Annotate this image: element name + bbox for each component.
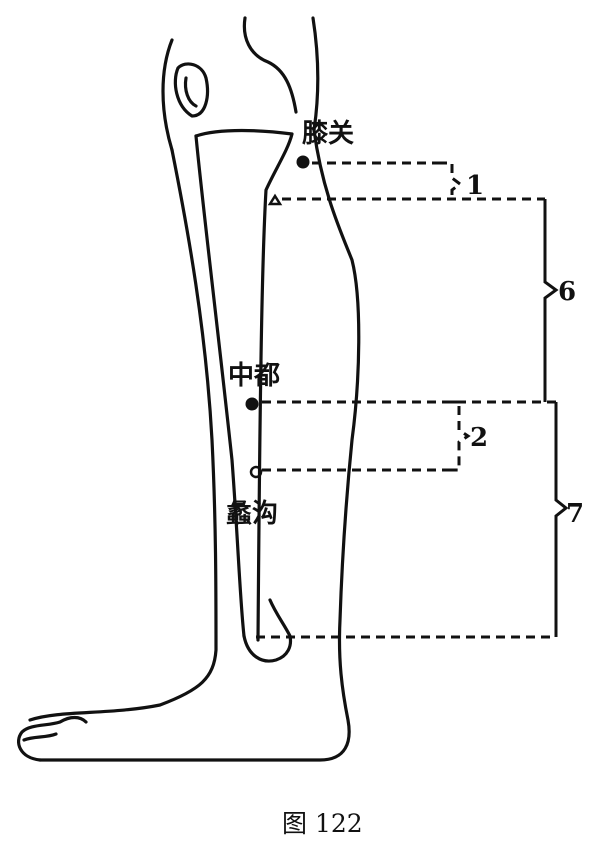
patella-outline — [175, 64, 207, 116]
point-zhongdu-marker[interactable] — [246, 398, 259, 411]
label-ligou: 蠡沟 — [226, 498, 278, 529]
point-xiguan-marker[interactable] — [297, 156, 310, 169]
figure-caption: 图 122 — [282, 809, 363, 838]
tibia-condyle-triangle-icon — [270, 196, 280, 204]
bracket-2 — [448, 402, 468, 470]
foot-outline — [19, 718, 86, 761]
reference-lines — [256, 163, 556, 637]
leg-outline — [30, 130, 359, 760]
bracket-1 — [438, 163, 460, 199]
measure-6-label: 6 — [558, 277, 576, 307]
label-zhongdu: 中都 — [228, 361, 280, 391]
measure-1-label: 1 — [466, 171, 484, 201]
bracket-7 — [556, 402, 566, 637]
label-xiguan: 膝关 — [301, 119, 354, 149]
measure-7-label: 7 — [566, 499, 584, 529]
measure-2-label: 2 — [470, 423, 488, 453]
bracket-6 — [545, 199, 556, 402]
